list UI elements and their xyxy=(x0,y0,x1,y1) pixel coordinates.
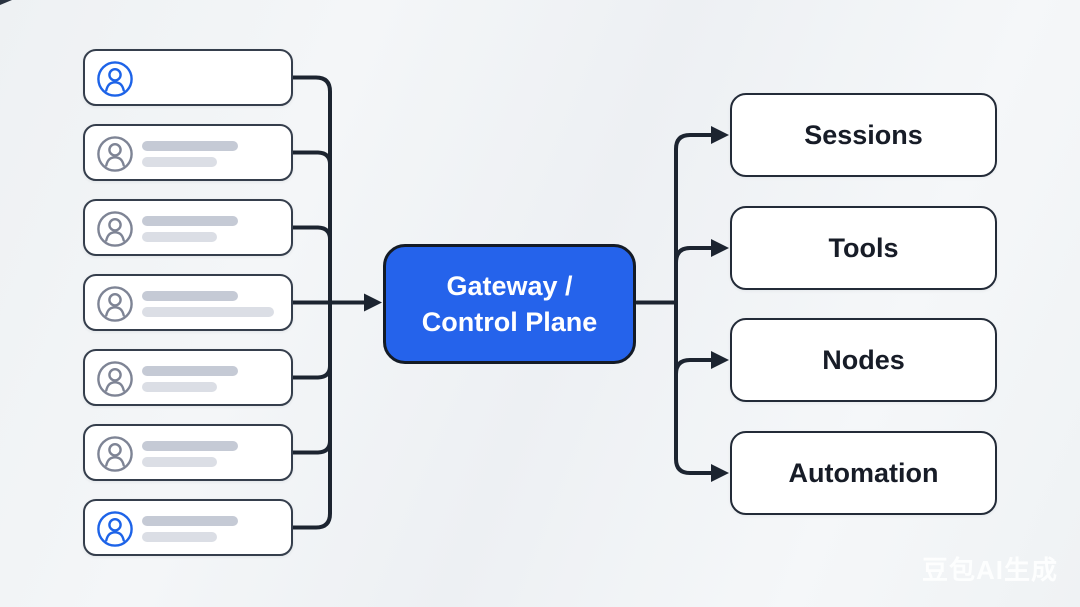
arrowhead-automation xyxy=(711,464,729,482)
left-node-user-7 xyxy=(83,499,293,556)
connector-left-user2 xyxy=(291,150,332,166)
right-node-label: Automation xyxy=(788,457,939,488)
connector-left-user5 xyxy=(291,364,332,380)
user-icon xyxy=(97,511,133,547)
left-node-user-3 xyxy=(83,199,293,256)
connector-left-trunk xyxy=(291,75,332,530)
placeholder-line xyxy=(142,366,238,376)
user-icon xyxy=(97,361,133,397)
arrowhead-sessions xyxy=(711,126,729,144)
right-node-label: Nodes xyxy=(822,344,905,375)
placeholder-line xyxy=(142,441,238,451)
watermark-text: 豆包AI生成 xyxy=(921,555,1058,585)
connector-right-automation xyxy=(674,300,714,475)
right-node-label: Sessions xyxy=(804,119,923,150)
user-icon xyxy=(97,211,133,247)
placeholder-line xyxy=(142,291,238,301)
arrowhead-tools xyxy=(711,239,729,257)
corner-artifact xyxy=(0,0,12,5)
user-icon xyxy=(97,436,133,472)
user-icon xyxy=(97,61,133,97)
placeholder-line xyxy=(142,516,238,526)
arrowhead-nodes xyxy=(711,351,729,369)
left-node-user-1 xyxy=(83,49,293,106)
placeholder-line xyxy=(142,457,217,467)
gateway-label-line1: Gateway / xyxy=(446,271,573,301)
user-icon xyxy=(97,286,133,322)
left-node-user-5 xyxy=(83,349,293,406)
right-node-tools: Tools xyxy=(730,206,997,290)
left-node-user-2 xyxy=(83,124,293,181)
right-node-nodes: Nodes xyxy=(730,318,997,402)
placeholder-line xyxy=(142,141,238,151)
left-node-user-6 xyxy=(83,424,293,481)
left-node-user-4 xyxy=(83,274,293,331)
connector-right-nodes xyxy=(674,358,714,376)
placeholder-line xyxy=(142,307,274,317)
connector-right-sessions xyxy=(674,133,714,305)
right-node-automation: Automation xyxy=(730,431,997,515)
connector-right-tools xyxy=(674,246,714,265)
placeholder-line xyxy=(142,382,217,392)
right-node-sessions: Sessions xyxy=(730,93,997,177)
arrowhead-gateway xyxy=(364,293,382,312)
gateway-label-line2: Control Plane xyxy=(421,307,598,337)
right-node-label: Tools xyxy=(828,232,899,263)
gateway-control-plane-node: Gateway / Control Plane xyxy=(383,244,636,364)
placeholder-line xyxy=(142,216,238,226)
placeholder-line xyxy=(142,532,217,542)
user-icon xyxy=(97,136,133,172)
connector-left-user6 xyxy=(291,439,332,455)
placeholder-line xyxy=(142,232,217,242)
connector-left-user3 xyxy=(291,225,332,241)
placeholder-line xyxy=(142,157,217,167)
